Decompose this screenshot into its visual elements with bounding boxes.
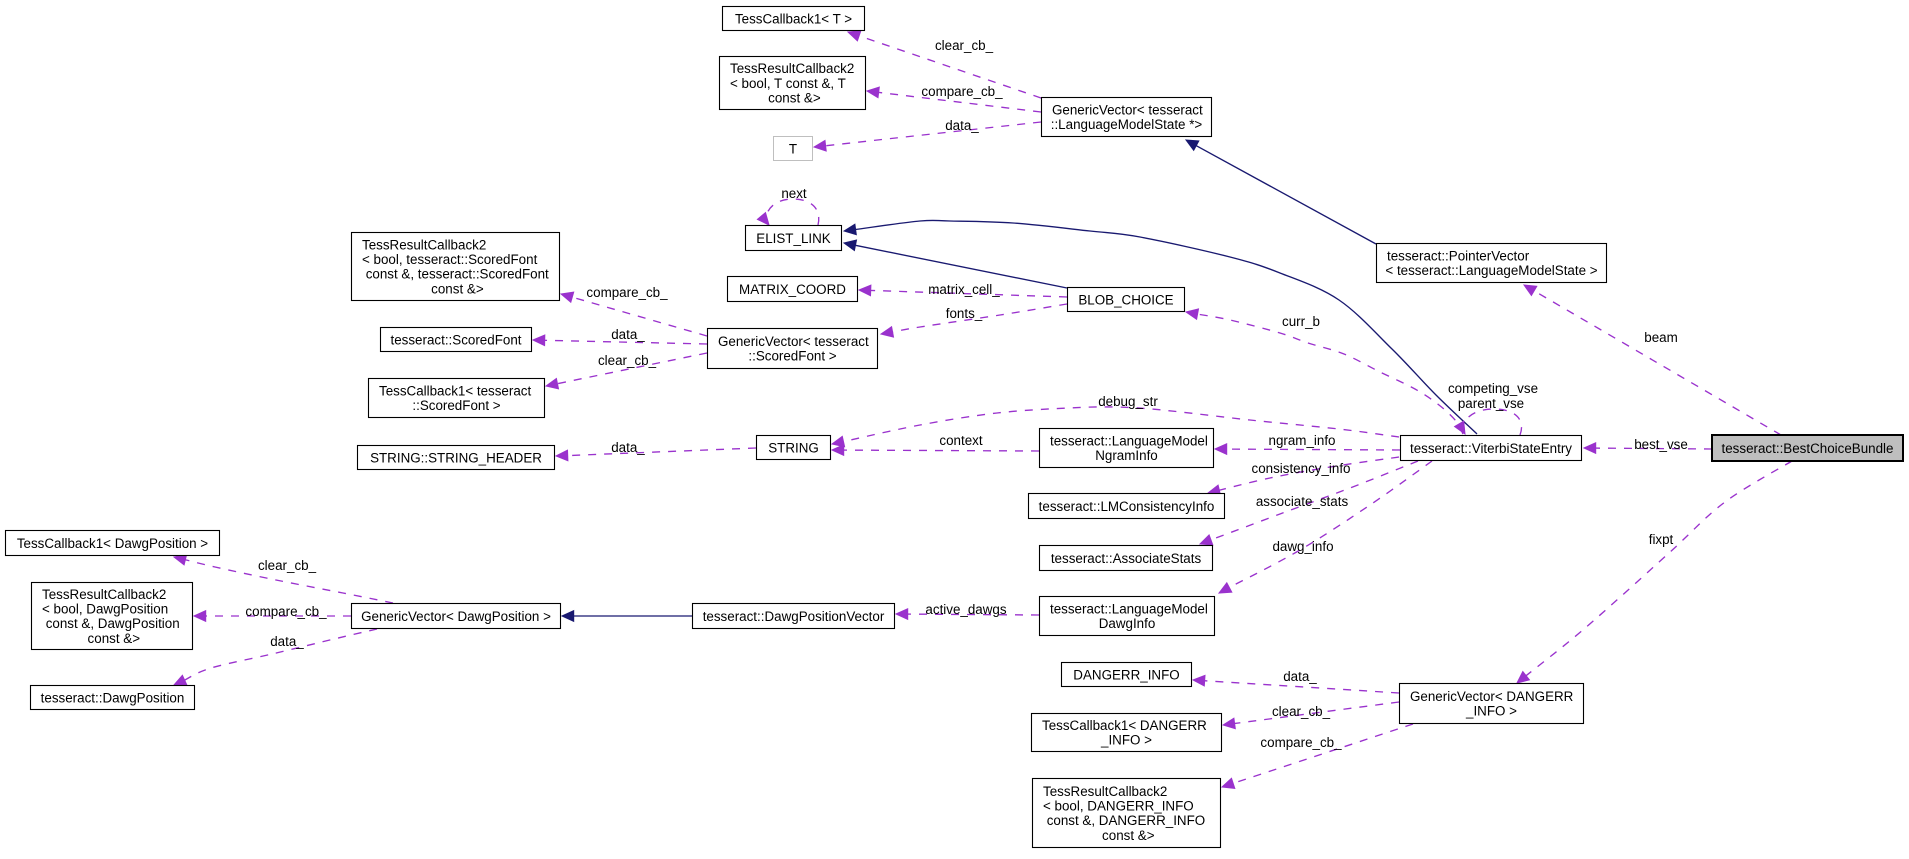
svg-text:< bool, DawgPosition: < bool, DawgPosition [42,602,168,617]
svg-text:TessResultCallback2: TessResultCallback2 [362,237,486,252]
svg-text:const &>: const &> [88,631,141,646]
svg-text:consistency_info: consistency_info [1252,461,1351,476]
svg-text:next: next [781,186,807,201]
svg-text:tesseract::LanguageModel: tesseract::LanguageModel [1050,434,1208,449]
svg-text:data_: data_ [270,634,304,649]
svg-text:STRING: STRING [768,440,819,455]
svg-text:GenericVector< DANGERR: GenericVector< DANGERR [1410,689,1574,704]
svg-text:TessResultCallback2: TessResultCallback2 [1043,784,1167,799]
svg-text:competing_vse: competing_vse [1448,381,1538,396]
svg-text:MATRIX_COORD: MATRIX_COORD [739,282,846,297]
svg-text:DANGERR_INFO: DANGERR_INFO [1073,667,1179,682]
svg-text:matrix_cell_: matrix_cell_ [928,282,1000,297]
svg-text:< bool, tesseract::ScoredFont: < bool, tesseract::ScoredFont [362,252,538,267]
svg-text:NgramInfo: NgramInfo [1095,448,1158,463]
svg-text:clear_cb_: clear_cb_ [1272,704,1331,719]
svg-text:clear_cb_: clear_cb_ [258,558,317,573]
svg-text:TessResultCallback2: TessResultCallback2 [42,587,166,602]
svg-text:tesseract::LanguageModel: tesseract::LanguageModel [1050,602,1208,617]
svg-text:tesseract::ViterbiStateEntry: tesseract::ViterbiStateEntry [1410,441,1572,456]
svg-text:best_vse: best_vse [1634,437,1688,452]
svg-text:dawg_info: dawg_info [1272,539,1333,554]
svg-text:compare_cb_: compare_cb_ [586,285,668,300]
svg-text:context: context [939,433,982,448]
svg-text:::LanguageModelState *>: ::LanguageModelState *> [1051,117,1203,132]
svg-text:data_: data_ [611,440,645,455]
svg-text:tesseract::DawgPosition: tesseract::DawgPosition [41,690,185,705]
svg-text:TessCallback1< DANGERR: TessCallback1< DANGERR [1042,718,1207,733]
svg-text:data_: data_ [945,118,979,133]
svg-text:const &>: const &> [431,281,484,296]
svg-text:const &, DawgPosition: const &, DawgPosition [46,616,180,631]
svg-text:beam: beam [1644,330,1678,345]
svg-text:::ScoredFont >: ::ScoredFont > [412,398,500,413]
svg-text:compare_cb_: compare_cb_ [1260,735,1342,750]
svg-text:< tesseract::LanguageModelStat: < tesseract::LanguageModelState > [1385,263,1597,278]
svg-text:< bool, T const &, T: < bool, T const &, T [730,76,846,91]
svg-text:_INFO >: _INFO > [1465,704,1517,719]
svg-text:clear_cb_: clear_cb_ [598,353,657,368]
svg-text:::ScoredFont >: ::ScoredFont > [748,349,836,364]
svg-text:BLOB_CHOICE: BLOB_CHOICE [1078,292,1173,307]
svg-text:ngram_info: ngram_info [1269,433,1336,448]
svg-text:const &>: const &> [1102,828,1155,843]
svg-text:const &>: const &> [768,90,821,105]
svg-text:compare_cb_: compare_cb_ [245,604,327,619]
svg-text:ELIST_LINK: ELIST_LINK [756,231,830,246]
svg-text:data_: data_ [611,327,645,342]
svg-text:TessResultCallback2: TessResultCallback2 [730,61,854,76]
svg-text:tesseract::LMConsistencyInfo: tesseract::LMConsistencyInfo [1039,499,1215,514]
svg-text:_INFO >: _INFO > [1100,733,1152,748]
svg-text:data_: data_ [1283,669,1317,684]
svg-text:< bool, DANGERR_INFO: < bool, DANGERR_INFO [1043,799,1194,814]
svg-text:curr_b: curr_b [1282,314,1320,329]
svg-text:GenericVector< tesseract: GenericVector< tesseract [718,334,869,349]
svg-text:compare_cb_: compare_cb_ [921,84,1003,99]
svg-text:parent_vse: parent_vse [1458,396,1524,411]
svg-text:T: T [789,141,797,156]
svg-text:GenericVector< DawgPosition >: GenericVector< DawgPosition > [361,609,551,624]
svg-text:const &, DANGERR_INFO: const &, DANGERR_INFO [1047,813,1206,828]
svg-text:TessCallback1< DawgPosition >: TessCallback1< DawgPosition > [17,536,208,551]
svg-text:active_dawgs: active_dawgs [925,602,1006,617]
svg-text:tesseract::AssociateStats: tesseract::AssociateStats [1051,551,1202,566]
svg-text:clear_cb_: clear_cb_ [935,38,994,53]
svg-text:fonts_: fonts_ [946,306,983,321]
svg-text:fixpt: fixpt [1649,532,1674,547]
svg-text:const &, tesseract::ScoredFont: const &, tesseract::ScoredFont [366,267,549,282]
svg-text:tesseract::PointerVector: tesseract::PointerVector [1387,249,1530,264]
svg-text:DawgInfo: DawgInfo [1099,616,1156,631]
svg-text:TessCallback1< tesseract: TessCallback1< tesseract [379,384,531,399]
svg-text:tesseract::BestChoiceBundle: tesseract::BestChoiceBundle [1722,441,1894,456]
svg-text:STRING::STRING_HEADER: STRING::STRING_HEADER [370,450,542,465]
svg-text:GenericVector< tesseract: GenericVector< tesseract [1052,103,1203,118]
svg-text:TessCallback1< T >: TessCallback1< T > [735,11,852,26]
svg-text:tesseract::ScoredFont: tesseract::ScoredFont [391,332,522,347]
svg-text:tesseract::DawgPositionVector: tesseract::DawgPositionVector [703,609,885,624]
svg-text:associate_stats: associate_stats [1256,494,1349,509]
svg-text:debug_str: debug_str [1098,394,1158,409]
